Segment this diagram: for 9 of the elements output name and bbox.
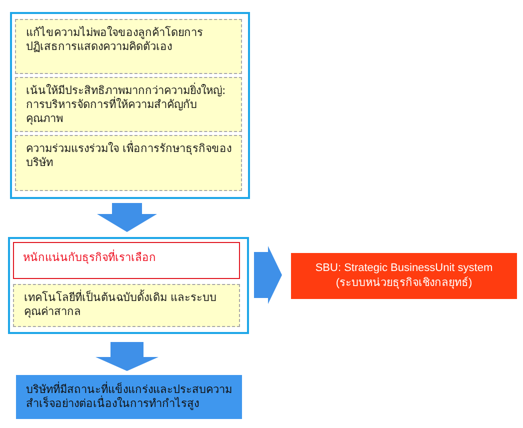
note-box: ความร่วมแรงร่วมใจ เพื่อการรักษาธุรกิจของบริษัท: [15, 135, 242, 191]
note-box: เทคโนโลยีที่เป็นต้นฉบับดั้งเดิม และระบบคุณค่าสากล: [13, 284, 240, 327]
result-box: บริษัทที่มีสถานะที่แข็งแกร่งและประสบความสำเร็จอย่างต่อเนื่องในการทำกำไรสูง: [16, 375, 242, 419]
note-box: เน้นให้มีประสิทธิภาพมากกว่าความยิ่งใหญ่: การบริหารจัดการที่ให้ความสำคัญกับคุณภาพ: [15, 77, 242, 132]
highlight-box: SBU: Strategic BusinessUnit system (ระบบหน่วยธุรกิจเชิงกลยุทธ์): [291, 253, 517, 299]
frame-box: [8, 237, 249, 334]
frame-box: [10, 12, 250, 199]
text-box: หนักแน่นกับธุรกิจที่เราเลือก: [13, 242, 240, 279]
note-box: แก้ไขความไม่พอใจของลูกค้าโดยการปฏิเสธการแสดงความคิดตัวเอง: [15, 19, 242, 74]
